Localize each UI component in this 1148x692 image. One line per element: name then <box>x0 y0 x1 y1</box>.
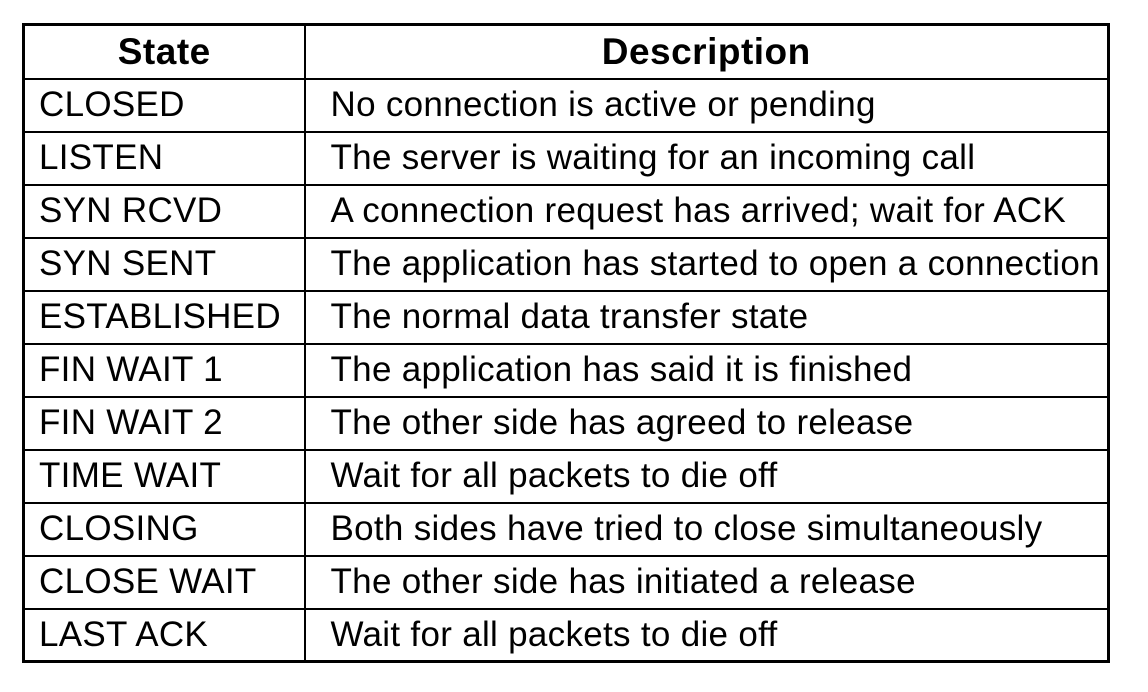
state-cell: FIN WAIT 2 <box>22 395 306 451</box>
description-cell: The server is waiting for an incoming ca… <box>303 130 1110 186</box>
description-cell: Both sides have tried to close simultane… <box>303 501 1110 557</box>
state-cell: CLOSED <box>22 77 306 133</box>
description-cell: The application has said it is finished <box>303 342 1110 398</box>
description-column-header: Description <box>303 23 1110 80</box>
description-cell: A connection request has arrived; wait f… <box>303 183 1110 239</box>
state-cell: CLOSE WAIT <box>22 554 306 610</box>
description-cell: The other side has agreed to release <box>303 395 1110 451</box>
description-cell: Wait for all packets to die off <box>303 607 1110 663</box>
state-cell: FIN WAIT 1 <box>22 342 306 398</box>
description-cell: No connection is active or pending <box>303 77 1110 133</box>
state-cell: TIME WAIT <box>22 448 306 504</box>
state-cell: ESTABLISHED <box>22 289 306 345</box>
description-cell: Wait for all packets to die off <box>303 448 1110 504</box>
header-row: State Description <box>22 23 1110 80</box>
state-cell: CLOSING <box>22 501 306 557</box>
description-cell: The application has started to open a co… <box>303 236 1110 292</box>
state-cell: SYN RCVD <box>22 183 306 239</box>
state-column-header: State <box>22 23 306 80</box>
state-cell: LISTEN <box>22 130 306 186</box>
state-cell: SYN SENT <box>22 236 306 292</box>
description-cell: The other side has initiated a release <box>303 554 1110 610</box>
description-cell: The normal data transfer state <box>303 289 1110 345</box>
table-header: State Description <box>22 23 1110 80</box>
state-cell: LAST ACK <box>22 607 306 663</box>
